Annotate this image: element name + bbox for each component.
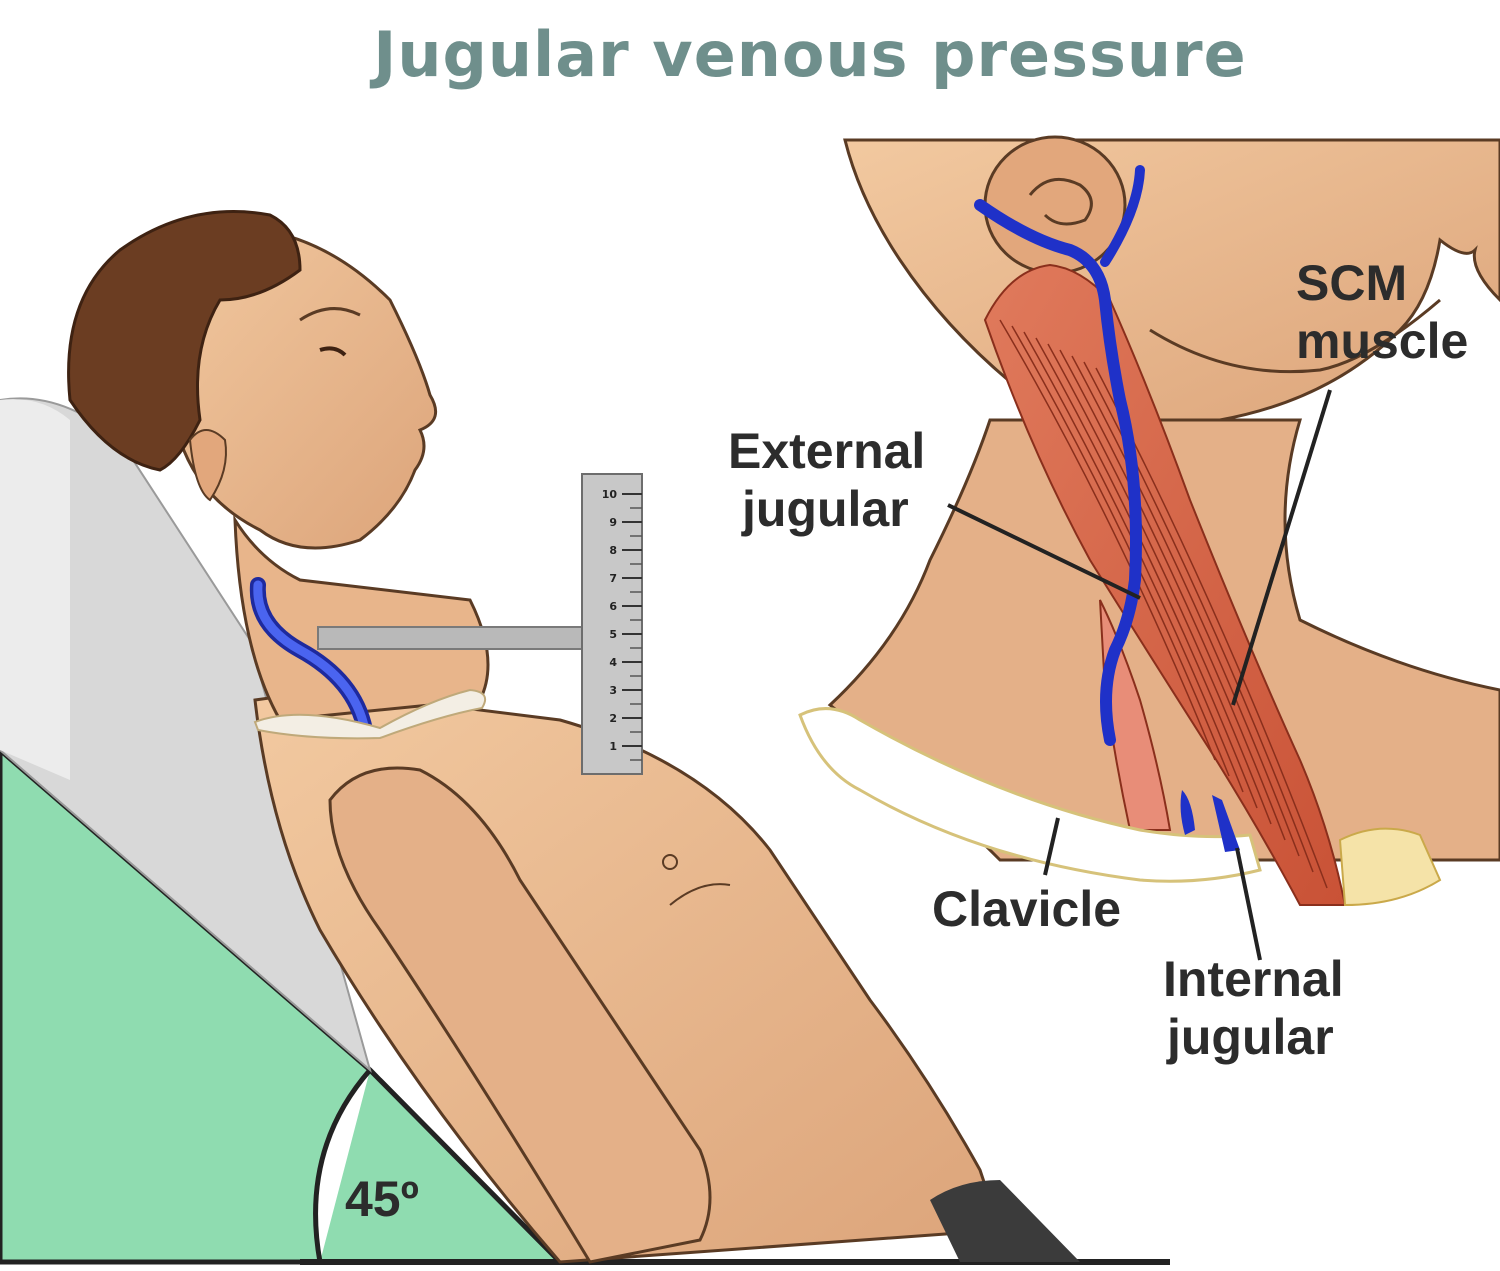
angle-arc: [313, 1068, 372, 1263]
label-clavicle: Clavicle: [932, 881, 1122, 937]
ruler-tick-label: 9: [609, 516, 617, 529]
external-jugular-vein: [974, 199, 1142, 746]
ruler-arm: [317, 626, 589, 650]
muscle-fiber: [1035, 337, 1258, 809]
ruler-tick-label: 2: [609, 712, 617, 725]
ruler-tick-label: 3: [609, 684, 617, 697]
angle-label: 45º: [345, 1171, 419, 1227]
label-scm-muscle: SCM muscle: [1296, 254, 1468, 370]
muscle-fiber: [1011, 325, 1230, 777]
ruler-tick-label: 7: [609, 572, 617, 585]
nipple: [662, 854, 678, 870]
eye: [319, 346, 347, 357]
label-external-jugular: External jugular: [728, 422, 925, 538]
clavicle-leader: [1043, 817, 1060, 876]
ruler: [581, 473, 643, 775]
neck: [233, 514, 490, 722]
label-internal-jugular-line2: jugular: [1167, 1009, 1334, 1065]
ruler-tick-label: 1: [609, 740, 617, 753]
ruler-tick-label: 8: [609, 544, 617, 557]
label-external-jugular-line2: jugular: [742, 481, 909, 537]
label-scm-line2: muscle: [1296, 313, 1469, 369]
hair: [67, 210, 302, 472]
label-external-jugular-line1: External: [728, 423, 926, 479]
muscle-fiber: [1071, 355, 1300, 857]
page-title: Jugular venous pressure: [373, 18, 1247, 91]
label-scm-line1: SCM: [1296, 255, 1408, 311]
sleeve: [930, 1180, 1080, 1262]
muscle-fiber: [1083, 361, 1314, 873]
label-internal-jugular-line1: Internal: [1163, 951, 1344, 1007]
closeup-clavicle: [798, 707, 1262, 883]
ruler-tick-label: 6: [609, 600, 617, 613]
internal-jugular-vein: [1180, 790, 1195, 835]
ear: [188, 429, 227, 502]
muscle-fiber: [1059, 349, 1286, 841]
muscle-fiber: [1047, 343, 1272, 825]
muscle-fiber: [999, 319, 1216, 761]
ruler-tick-label: 4: [609, 656, 617, 669]
internal-jugular-leader: [1235, 847, 1262, 961]
ruler-tick-label: 5: [609, 628, 617, 641]
left-clavicle: [253, 688, 486, 740]
label-internal-jugular: Internal jugular: [1163, 950, 1344, 1066]
arm: [328, 766, 712, 1264]
external-jugular-leader: [947, 503, 1141, 600]
scm-leader: [1231, 389, 1332, 706]
closeup-ear: [983, 135, 1127, 275]
ruler-ticks: 10 9 8 7 6 5 4 3 2 1: [602, 488, 642, 761]
ruler-tick-label: 10: [602, 488, 618, 501]
